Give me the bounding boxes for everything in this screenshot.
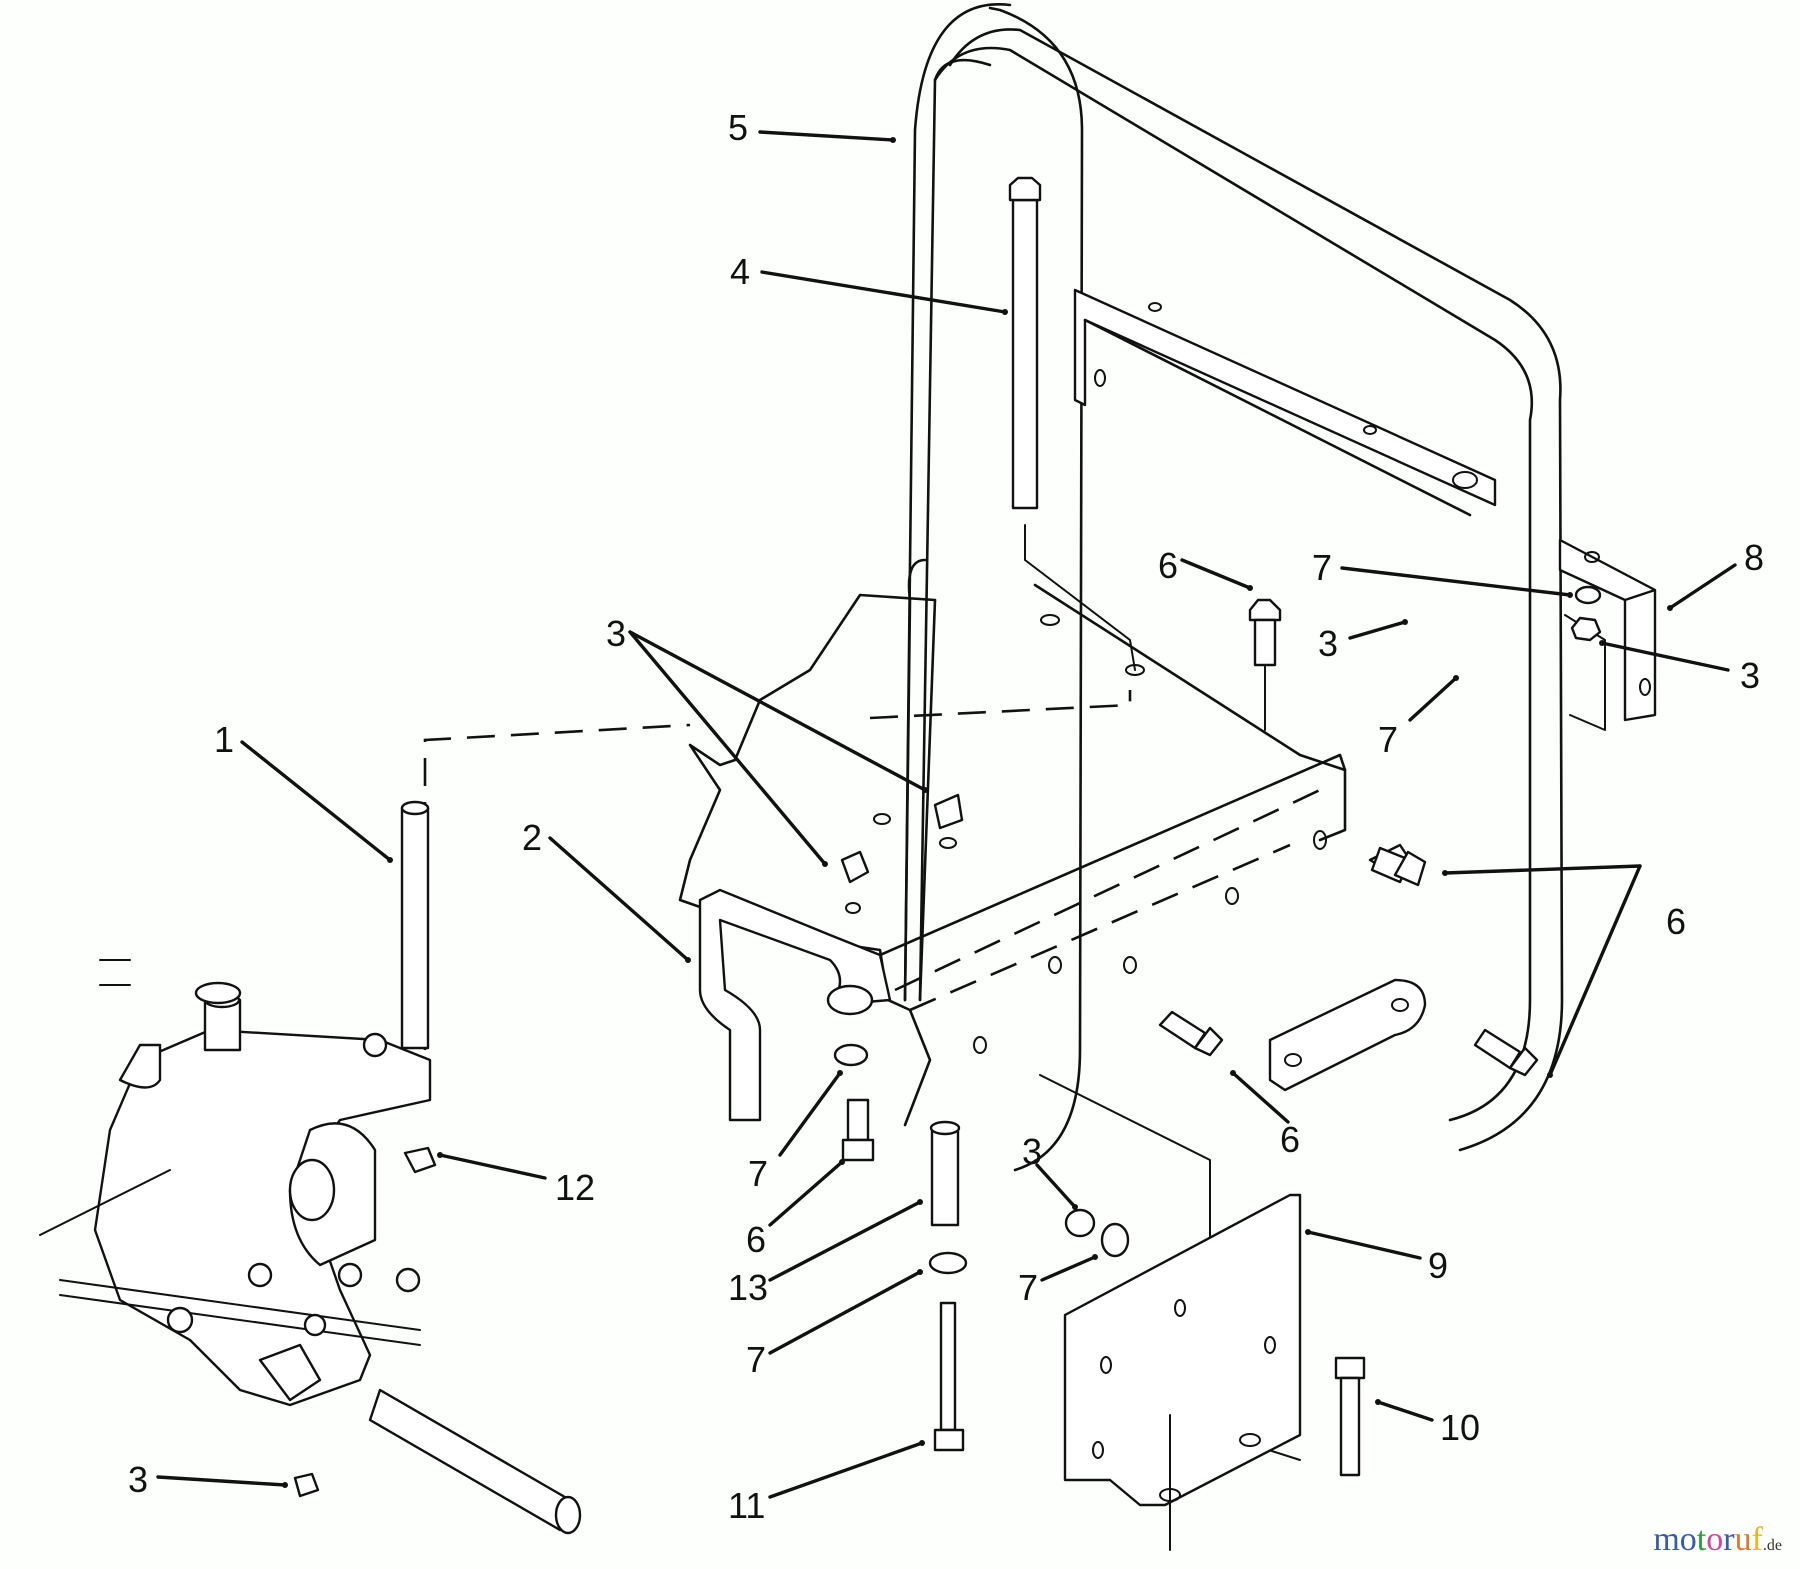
- svg-text:3: 3: [606, 613, 626, 654]
- svg-text:7: 7: [746, 1339, 766, 1380]
- callout-13[interactable]: 13: [728, 1199, 923, 1308]
- bolt-6-right: [1368, 843, 1427, 887]
- bolt-6-lower-right: [1473, 1028, 1539, 1077]
- svg-text:13: 13: [728, 1267, 768, 1308]
- svg-text:8: 8: [1744, 537, 1764, 578]
- callout-4[interactable]: 4: [730, 251, 1008, 315]
- svg-text:5: 5: [728, 107, 748, 148]
- svg-text:6: 6: [1280, 1119, 1300, 1160]
- right-bracket-8: [1558, 538, 1657, 722]
- callout-9[interactable]: 9: [1305, 1229, 1448, 1286]
- svg-text:11: 11: [728, 1485, 765, 1526]
- bolt-6-lower-left: [841, 1098, 875, 1162]
- watermark-letter: r: [1723, 1521, 1735, 1558]
- svg-text:7: 7: [1018, 1267, 1038, 1308]
- lower-link-arm: [1268, 978, 1427, 1092]
- svg-text:3: 3: [1740, 655, 1760, 696]
- svg-text:7: 7: [1378, 719, 1398, 760]
- svg-text:10: 10: [1440, 1407, 1480, 1448]
- callout-12[interactable]: 12: [437, 1152, 595, 1208]
- svg-text:3: 3: [1318, 623, 1338, 664]
- callout-3-mid[interactable]: 3: [1318, 619, 1408, 664]
- svg-text:6: 6: [1666, 901, 1686, 942]
- callout-11[interactable]: 11: [728, 1440, 925, 1526]
- callout-3-bottom-left[interactable]: 3: [128, 1459, 288, 1500]
- assembly-lines: [423, 524, 1606, 1461]
- callout-3-right[interactable]: 3: [1599, 640, 1760, 696]
- svg-text:12: 12: [555, 1167, 595, 1208]
- callout-7-near-9[interactable]: 7: [1018, 1254, 1098, 1308]
- nut-3-d: [293, 1472, 320, 1498]
- upper-bracket: [1073, 288, 1497, 517]
- frame-tube: [903, 3, 1564, 1172]
- plate-9: [1063, 1193, 1302, 1551]
- svg-text:9: 9: [1428, 1245, 1448, 1286]
- nut-3-a: [933, 793, 964, 849]
- bolt-10: [1334, 1356, 1366, 1477]
- washer-7-center: [928, 1251, 968, 1275]
- nut-3-c: [1064, 1208, 1130, 1258]
- callout-7-top[interactable]: 7: [1312, 547, 1573, 598]
- watermark-letter: t: [1696, 1521, 1707, 1558]
- svg-text:1: 1: [214, 719, 234, 760]
- callout-6-middle[interactable]: 6: [1230, 1070, 1300, 1160]
- callout-7-mid[interactable]: 7: [1378, 675, 1459, 760]
- watermark-letter: f: [1751, 1521, 1763, 1558]
- callout-2[interactable]: 2: [522, 817, 691, 963]
- watermark-letter: o: [1679, 1521, 1697, 1558]
- bolt-6-top: [1248, 598, 1282, 667]
- nut-3-b: [840, 850, 870, 914]
- watermark-letter: o: [1706, 1521, 1724, 1558]
- svg-text:6: 6: [746, 1219, 766, 1260]
- transmission: [39, 959, 582, 1535]
- svg-text:3: 3: [128, 1459, 148, 1500]
- watermark-logo[interactable]: motoruf.de: [1653, 1521, 1782, 1559]
- callout-6-lower-left[interactable]: 6: [746, 1159, 845, 1260]
- svg-text:4: 4: [730, 251, 750, 292]
- callout-7-center[interactable]: 7: [746, 1269, 923, 1380]
- spacer-13: [929, 1120, 961, 1227]
- callout-1[interactable]: 1: [214, 719, 393, 863]
- svg-text:2: 2: [522, 817, 542, 858]
- callout-5[interactable]: 5: [728, 107, 896, 148]
- bolt-6-middle: [1158, 1010, 1224, 1057]
- main-plate: [678, 583, 1347, 1127]
- nut-12: [403, 1146, 437, 1174]
- svg-text:6: 6: [1158, 545, 1178, 586]
- svg-text:7: 7: [1312, 547, 1332, 588]
- bolt-11: [933, 1301, 965, 1452]
- watermark-letter: u: [1734, 1521, 1752, 1558]
- callout-10[interactable]: 10: [1375, 1399, 1480, 1448]
- svg-text:7: 7: [748, 1153, 768, 1194]
- svg-text:3: 3: [1022, 1131, 1042, 1172]
- callout-6-top[interactable]: 6: [1158, 545, 1253, 591]
- long-bolt-4: [1008, 176, 1042, 510]
- watermark-tld: .de: [1762, 1537, 1782, 1554]
- callout-3-pair[interactable]: 3: [606, 613, 928, 867]
- callout-8[interactable]: 8: [1667, 537, 1764, 611]
- lever-2: [698, 888, 892, 1122]
- watermark-letter: m: [1653, 1521, 1680, 1558]
- callout-7-left[interactable]: 7: [748, 1070, 843, 1194]
- callout-3-near-9[interactable]: 3: [1022, 1131, 1078, 1210]
- rod-1: [400, 800, 430, 1050]
- washer-7-left: [833, 1043, 869, 1067]
- callout-6-right[interactable]: 6: [1442, 864, 1686, 1078]
